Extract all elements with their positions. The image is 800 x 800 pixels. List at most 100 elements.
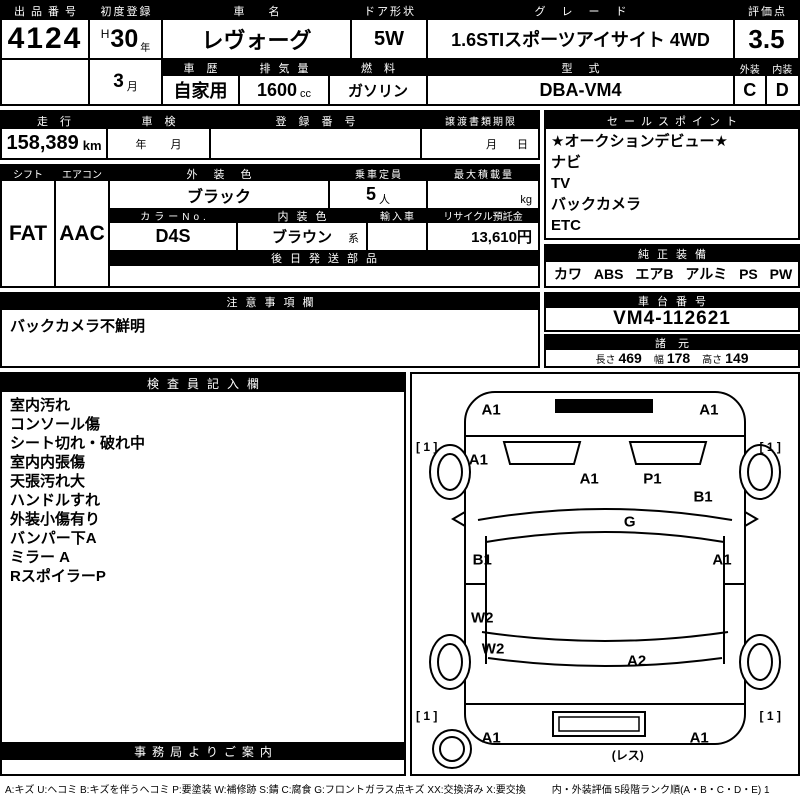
color-no: D4S [110, 223, 238, 250]
damage-mark: [ 1 ] [759, 440, 781, 455]
rear-window-top [481, 631, 729, 642]
recycle-label: リサイクル預託金 [428, 208, 538, 223]
auction-number: 4124 [7, 22, 83, 55]
displacement-label: 排気量 [240, 60, 328, 76]
interior-color: ブラウン 系 [238, 223, 368, 250]
car-body [464, 391, 746, 745]
legend-codes: A:キズ U:ヘコミ B:キズを伴うヘコミ P:要塗装 W:補修跡 S:錆 C:… [5, 784, 526, 796]
inspector-list: 室内汚れコンソール傷シート切れ・破れ中室内内張傷天張汚れ大ハンドルすれ外装小傷有… [2, 392, 404, 742]
interior-color-label: 内装色 [238, 208, 368, 223]
damage-mark: A1 [481, 401, 501, 419]
list-item: ETC [551, 217, 581, 234]
registration-row: 走行 158,389 km 車検 年 月 登録番号 譲渡書類期限 [2, 112, 538, 158]
displacement-unit: cc [300, 88, 312, 100]
length: 長さ 469 [595, 350, 641, 366]
list-item: 天張汚れ大 [10, 473, 86, 490]
license-plate [552, 711, 646, 737]
damage-mark: A2 [627, 652, 647, 670]
grade-cell: グレード 1.6STIスポーツアイサイト 4WD [428, 2, 735, 58]
width: 幅 178 [654, 350, 690, 366]
later-parts-label: 後日発送部品 [110, 250, 538, 266]
chassis-number: VM4-112621 [613, 308, 731, 329]
mirror-left [451, 510, 466, 528]
color-details-col: 外装色 乗車定員 最大積載量 ブラック 5 人 kg カラーNo. [110, 166, 538, 286]
later-parts-value [110, 266, 538, 286]
rear-window-bottom [487, 657, 723, 667]
history-label: 車歴 [163, 60, 238, 76]
interior-grade-col: 内装 D [766, 60, 798, 104]
width-value: 178 [666, 350, 691, 366]
model-code-label: 型式 [428, 60, 733, 76]
empty-cell [2, 60, 90, 104]
exterior-color-label: 外装色 [110, 166, 330, 181]
genuine-equipment: カワ ABS エアB アルミ PS PW [554, 266, 793, 282]
transfer-month-unit: 月 [486, 138, 497, 151]
transfer-deadline-label: 譲渡書類期限 [422, 112, 538, 129]
mileage-unit: km [82, 138, 102, 153]
car-name-label: 車名 [163, 2, 350, 20]
front-grille [555, 399, 653, 413]
windshield-top [477, 508, 733, 521]
mileage-label: 走行 [2, 112, 106, 129]
model-code: DBA-VM4 [539, 79, 622, 100]
door-shape-label: ドア形状 [352, 2, 426, 20]
damage-mark: G [623, 513, 636, 531]
car-history: 自家用 [173, 81, 228, 101]
damage-mark: B1 [472, 551, 492, 569]
fuel-label: 燃料 [330, 60, 426, 76]
caution-label: 注意事項欄 [2, 294, 538, 310]
list-item: ナビ [551, 154, 582, 171]
car-name-cell: 車名 レヴォーグ [163, 2, 352, 58]
list-item: RスポイラーP [10, 568, 106, 585]
car-outline [429, 391, 781, 769]
genuine-equipment-label: 純正装備 [546, 246, 798, 262]
list-item: 外装小傷有り [10, 511, 101, 528]
fuel: ガソリン [347, 82, 408, 100]
damage-mark: A1 [699, 401, 719, 419]
car-name: レヴォーグ [201, 28, 312, 53]
first-registration-month: 3 月 [90, 60, 161, 104]
mileage-cell: 走行 158,389 km [2, 112, 108, 158]
inspection-cell: 車検 年 月 [108, 112, 211, 158]
inspection-date: 年 月 [108, 129, 209, 158]
length-label: 長さ [595, 354, 616, 366]
chassis-number-section: 車台番号 VM4-112621 [544, 292, 800, 332]
auction-number-label: 出品番号 [2, 2, 88, 20]
import-flag [368, 223, 428, 250]
legend: A:キズ U:ヘコミ B:キズを伴うヘコミ P:要塗装 W:補修跡 S:錆 C:… [0, 778, 800, 798]
shift-label: シフト [2, 166, 54, 181]
inspection-label: 車検 [108, 112, 209, 129]
list-item: 室内汚れ [10, 397, 71, 414]
transfer-deadline: 月 日 [422, 129, 538, 158]
vehicle-details-row: シフト FAT エアコン AAC 外装色 乗車定員 最大積載量 ブラック 5 人 [2, 166, 538, 286]
registration-month: 3 [113, 71, 124, 92]
list-item: シート切れ・破れ中 [10, 435, 146, 452]
spare-tire [432, 729, 472, 769]
windshield-bottom [485, 531, 725, 543]
damage-mark: A1 [579, 470, 599, 488]
capacity-value: 5 [365, 184, 376, 204]
mileage-value: 158,389 [6, 132, 79, 154]
door-shape: 5W [374, 27, 404, 50]
damage-mark: A1 [481, 729, 501, 747]
recycle-deposit-value: 13,610円 [471, 229, 532, 246]
genuine-equipment-section: 純正装備 カワ ABS エアB アルミ PS PW [544, 244, 800, 288]
dimensions-section: 諸元 長さ 469 幅 178 高さ 149 [544, 334, 800, 368]
office-label: 事務局よりご案内 [2, 742, 404, 760]
exterior-grade-col: 外装 C [735, 60, 767, 104]
vehicle-details-section: シフト FAT エアコン AAC 外装色 乗車定員 最大積載量 ブラック 5 人 [0, 164, 540, 288]
score-label: 評価点 [735, 2, 798, 20]
grades-cell: 外装 C 内装 D [735, 60, 798, 104]
exterior-grade-label: 外装 [735, 60, 765, 76]
list-item: ハンドルすれ [10, 492, 101, 509]
list-item: コンソール傷 [10, 416, 101, 433]
list-item: TV [551, 175, 571, 192]
header-section: 出品番号 4124 初度登録 H 30 年 車名 レヴォーグ ドア形状 5W グ [0, 0, 800, 106]
aircon-type: AAC [59, 221, 105, 245]
registration-number-cell: 登録番号 [211, 112, 422, 158]
year-unit: 年 [140, 42, 151, 54]
grade: 1.6STIスポーツアイサイト 4WD [451, 30, 710, 50]
